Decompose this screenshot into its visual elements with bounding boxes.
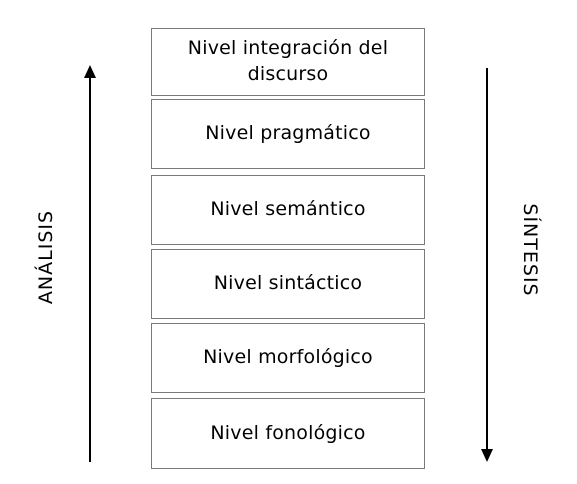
level-box-pragmatic: Nivel pragmático [151,99,425,169]
level-label-syntactic: Nivel sintáctico [213,272,363,295]
analysis-arrow-head [84,65,96,78]
level-box-morphological: Nivel morfológico [151,323,425,393]
analysis-arrow [84,65,96,462]
level-box-syntactic: Nivel sintáctico [151,249,425,319]
level-box-discourse-integration: Nivel integración del discurso [151,28,425,96]
level-label-line-1: Nivel integración del [187,37,389,60]
analysis-label: ANÁLISIS [35,209,57,305]
level-label-morphological: Nivel morfológico [203,346,373,369]
level-box-semantic: Nivel semántico [151,175,425,245]
level-box-phonological: Nivel fonológico [151,398,425,469]
synthesis-arrow-head [481,449,493,462]
level-label-line-2: discurso [247,63,329,85]
level-label-phonological: Nivel fonológico [210,421,366,444]
synthesis-label: SÍNTESIS [519,203,541,297]
synthesis-arrow [481,68,493,462]
level-label-pragmatic: Nivel pragmático [205,122,371,145]
level-label-semantic: Nivel semántico [210,198,366,221]
level-label-discourse-integration: Nivel integración del discurso [188,36,388,87]
